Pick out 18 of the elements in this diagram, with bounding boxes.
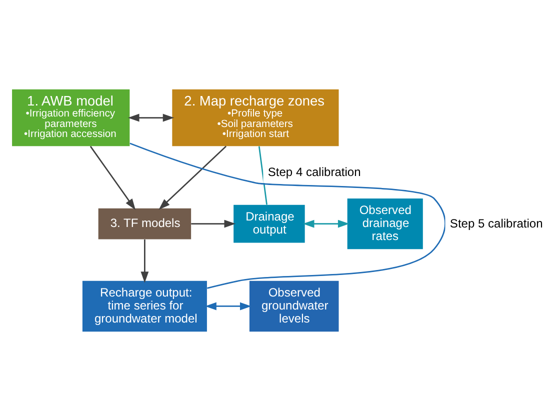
edge-label: Step 4 calibration — [268, 164, 361, 178]
node-box: Drainage output — [234, 204, 305, 242]
arrow — [302, 219, 350, 228]
arrow — [191, 219, 236, 228]
arrow — [158, 145, 227, 210]
node-box: 2. Map recharge zones •Profile type •Soil parameters •Irrigation start — [172, 88, 339, 146]
node-box: 3. TF models — [98, 208, 192, 239]
connector — [258, 146, 268, 204]
node-box: Observed groundwater levels — [249, 280, 339, 332]
arrow — [140, 238, 149, 282]
node-box: Recharge output: time series for groundwater model — [82, 280, 207, 332]
arrow — [90, 145, 136, 210]
edge-label: Step 5 calibration — [450, 216, 543, 230]
node-box: 1. AWB model •Irrigation efficiency parameters •Irrigation accession — [12, 88, 130, 146]
connector — [130, 142, 446, 288]
arrow — [128, 113, 174, 122]
node-box: Observed drainage rates — [347, 198, 423, 249]
arrow — [205, 302, 252, 310]
